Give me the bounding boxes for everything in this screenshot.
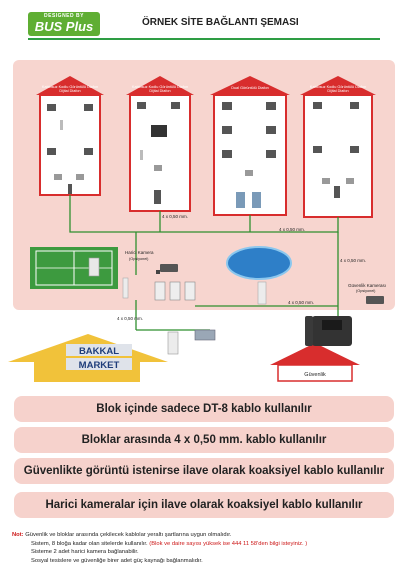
monitor-icon [84,104,93,111]
distributor-box [76,174,84,180]
page-title: ÖRNEK SİTE BAĞLANTI ŞEMASI [142,17,299,28]
distributor-box [154,165,162,171]
notes: Not: Güvenlik ve bloklar arasında çekile… [12,531,402,566]
booth-wall [277,364,353,382]
logo-tagline: DESIGNED BY [44,13,84,19]
booth-roof [270,343,360,365]
building-2-label-2: Dijital Diafon [149,89,170,93]
power-supply-box [194,329,216,341]
door-panel-icon [252,192,261,208]
external-camera-sub: (Opsiyonel) [129,257,149,261]
shop-sign-2 [66,358,132,370]
info-bar-3: Güvenlikte görüntü istenirse ilave olara… [14,458,394,484]
monitor-icon [266,126,276,134]
logo-wordmark: BUS Plus [34,19,94,34]
building-4-wall [303,94,373,218]
door-panel-icon [68,184,72,194]
shop-building: BAKKAL MARKET [8,334,168,382]
monitor-icon [151,125,167,137]
building-3-roof [210,76,290,95]
handset-icon [305,316,313,346]
monitor-icon [84,148,93,155]
note-line-3: Sisteme 2 adet harici kamera bağlanabili… [31,549,139,556]
building-1: Kablosuz Kodlu Görüntülü Diafon Dijital … [36,76,104,196]
security-booth: Güvenlik [270,316,360,382]
note-line-2-highlight: (Blok ve daire sayısı yüksek ise 444 11 … [149,540,308,547]
handset-icon [60,120,63,130]
cable-label: 4 x 0,50 mm. [340,258,366,263]
camera-icon [169,281,181,301]
door-panel-icon [154,190,161,204]
monitor-icon [313,102,322,109]
cable-label: 4 x 0,50 mm. [288,300,314,305]
camera-icon [366,296,384,304]
shop-sign-1 [66,344,132,356]
cable-label: 4 x 0,50 mm. [162,214,188,219]
monitor-icon [222,150,232,158]
monitor-icon [171,102,180,109]
building-3: Dual Görüntülü Diafon [210,76,290,216]
intercom-unit [88,257,100,277]
building-2-label: Kablosuz Kodlu Görüntülü Diafon [132,85,188,89]
monitor-icon [137,102,146,109]
security-camera-label: Güvenlik Kamerası [348,283,386,288]
phone-screen [322,320,342,330]
monitor-icon [313,146,322,153]
building-1-label: Kablosuz Kodlu Görüntülü Diafon [42,85,98,89]
monitor-icon [350,146,359,153]
building-3-label: Dual Görüntülü Diafon [231,86,269,90]
note-line-4: Sosyal tesislere ve güvenliğe birer adet… [31,558,203,565]
building-2-roof [126,76,194,95]
external-camera: Harici Kamera (Opsiyonel) [125,250,178,274]
cable-network [69,195,339,331]
info-bar-4: Harici kameralar için ilave olarak koaks… [14,492,394,518]
shop-name-line2: MARKET [79,360,120,371]
monitor-icon [266,102,276,110]
monitor-icon [222,102,232,110]
building-4-label: Kablosuz Kodlu Görüntülü Diafon [310,85,366,89]
security-camera-sub: (Opsiyonel) [356,289,376,293]
info-bar-2: Bloklar arasında 4 x 0,50 mm. kablo kull… [14,427,394,453]
monitor-icon [266,150,276,158]
building-1-roof [36,76,104,95]
monitor-icon [222,126,232,134]
external-camera-label: Harici Kamera [125,250,154,255]
building-4: Kablosuz Kodlu Görüntülü Diafon Dijital … [300,76,376,218]
building-1-label-2: Dijital Diafon [59,89,80,93]
shop-name-line1: BAKKAL [79,346,119,357]
cable-label: 4 x 0,50 mm. [279,227,305,232]
note-line-1: Güvenlik ve bloklar arasında çekilecek k… [25,532,232,538]
intercom-unit [167,331,179,355]
info-bar-1: Blok içinde sadece DT-8 kablo kullanılır [14,396,394,422]
distributor-box [346,178,354,184]
header-rule [28,38,380,40]
building-4-roof [300,76,376,95]
building-2: Kablosuz Kodlu Görüntülü Diafon Dijital … [126,76,194,212]
distributor-box [322,178,330,184]
swimming-pool [226,246,292,280]
security-camera: Güvenlik Kamerası (Opsiyonel) [348,283,386,304]
busplus-logo: DESIGNED BY BUS Plus [28,12,100,36]
camera-icon [184,281,196,301]
distributor-box [245,170,253,176]
note-line-2: Sistem, 8 bloğa kadar olan sitelerde kul… [31,540,148,547]
note-label: Not: [12,532,24,538]
door-panel-icon [236,192,245,208]
monitor-icon [47,148,56,155]
monitor-icon [350,102,359,109]
monitor-icon [47,104,56,111]
handset-icon [140,150,143,160]
distributor-box [54,174,62,180]
door-panel-icon [334,186,340,198]
cable-label: 4 x 0,50 mm. [117,316,143,321]
handset-icon [122,277,129,299]
building-4-label-2: Dijital Diafon [327,89,348,93]
tennis-court [30,247,118,289]
intercom-unit [257,281,267,305]
camera-icon [160,264,178,272]
camera-icon [154,281,166,301]
booth-label: Güvenlik [304,372,326,378]
